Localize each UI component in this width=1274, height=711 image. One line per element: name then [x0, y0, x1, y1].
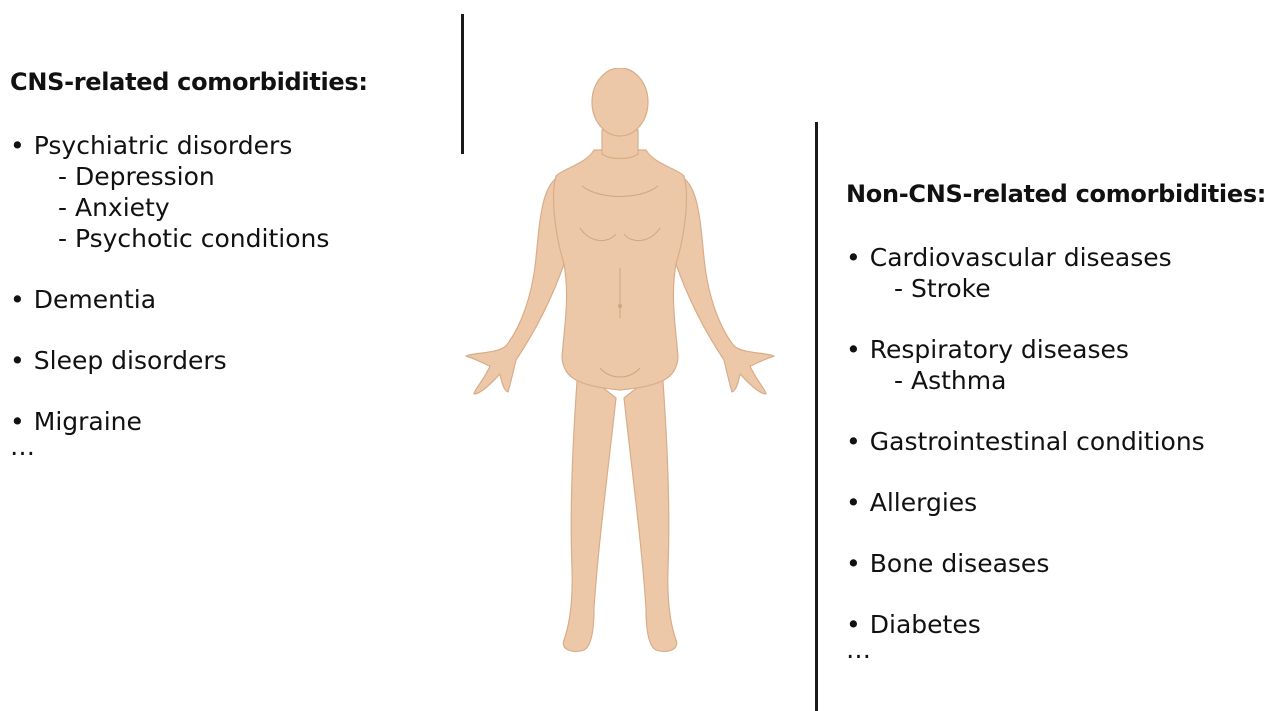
list-item: Migraine: [10, 406, 450, 437]
list-item-label: Migraine: [10, 406, 450, 437]
cns-comorbidities-panel: CNS-related comorbidities: Psychiatric d…: [10, 64, 450, 457]
list-item-label: Gastrointestinal conditions: [846, 426, 1274, 457]
list-item-label: Dementia: [10, 284, 450, 315]
list-item-label: Sleep disorders: [10, 345, 450, 376]
ellipsis: …: [10, 437, 450, 457]
non-cns-comorbidities-panel: Non-CNS-related comorbidities: Cardiovas…: [846, 176, 1274, 660]
non-cns-list: Cardiovascular diseases Stroke Respirato…: [846, 242, 1274, 640]
list-item: Cardiovascular diseases Stroke: [846, 242, 1274, 304]
list-item: Respiratory diseases Asthma: [846, 334, 1274, 396]
list-item: Allergies: [846, 487, 1274, 518]
ellipsis: …: [846, 640, 1274, 660]
human-body-icon: [460, 68, 780, 660]
sub-item: Depression: [10, 161, 450, 192]
sub-item: Asthma: [846, 365, 1274, 396]
list-item: Dementia: [10, 284, 450, 315]
non-cns-heading: Non-CNS-related comorbidities:: [846, 176, 1274, 212]
list-item: Diabetes: [846, 609, 1274, 640]
cns-list: Psychiatric disorders Depression Anxiety…: [10, 130, 450, 437]
list-item-label: Psychiatric disorders: [10, 130, 450, 161]
list-item: Psychiatric disorders Depression Anxiety…: [10, 130, 450, 254]
list-item-label: Diabetes: [846, 609, 1274, 640]
list-item-label: Bone diseases: [846, 548, 1274, 579]
list-item: Gastrointestinal conditions: [846, 426, 1274, 457]
sub-item: Anxiety: [10, 192, 450, 223]
list-item: Sleep disorders: [10, 345, 450, 376]
right-divider: [815, 122, 818, 711]
cns-heading: CNS-related comorbidities:: [10, 64, 450, 100]
list-item-label: Allergies: [846, 487, 1274, 518]
list-item: Bone diseases: [846, 548, 1274, 579]
list-item-label: Cardiovascular diseases: [846, 242, 1274, 273]
list-item-label: Respiratory diseases: [846, 334, 1274, 365]
sub-item: Psychotic conditions: [10, 223, 450, 254]
sub-item: Stroke: [846, 273, 1274, 304]
